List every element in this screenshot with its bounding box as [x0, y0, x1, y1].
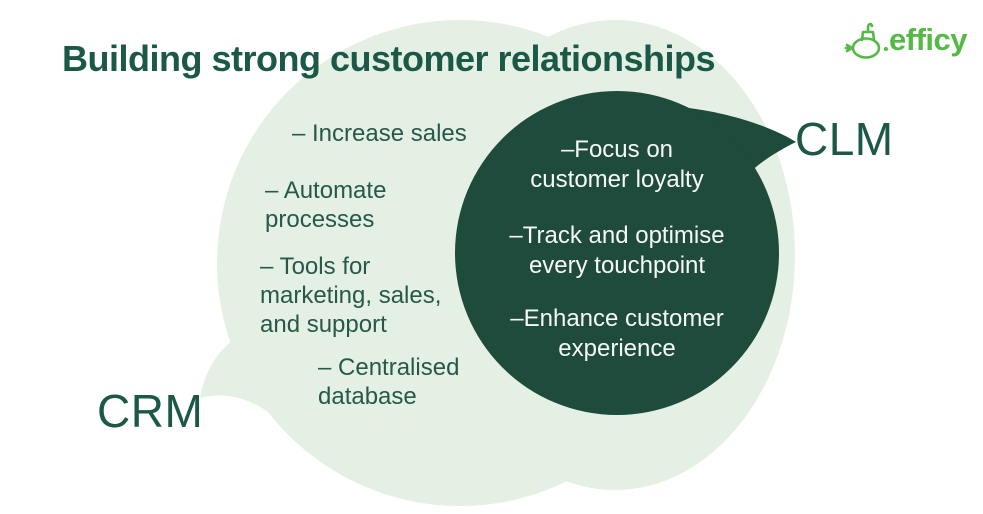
item-line: –Track and optimise: [509, 222, 725, 249]
item-line: – Increase sales: [292, 120, 467, 147]
item-line: – Centralised: [318, 354, 460, 381]
item-line: experience: [558, 335, 676, 362]
crm-item-increase-sales: – Increase sales: [292, 119, 467, 148]
clm-bubble-circle: [455, 91, 779, 415]
item-line: marketing, sales,: [260, 282, 442, 309]
item-line: – Automate: [265, 177, 387, 204]
item-line: –Focus on: [560, 136, 674, 163]
crm-label: CRM: [97, 385, 204, 437]
submarine-icon: [844, 22, 888, 59]
crm-bubble-tail: [200, 336, 278, 420]
item-line: processes: [265, 206, 375, 233]
brand-logo: efficy: [843, 16, 983, 64]
clm-item-enhance-experience: –Enhance customer experience: [467, 304, 767, 364]
crm-item-tools: – Tools for marketing, sales, and suppor…: [260, 252, 441, 339]
item-line: every touchpoint: [528, 252, 706, 279]
item-line: customer loyalty: [530, 166, 704, 193]
page-title: Building strong customer relationships: [62, 38, 716, 79]
crm-item-centralised-database: – Centralised database: [318, 353, 459, 411]
brand-wordmark: efficy: [889, 22, 967, 57]
clm-item-customer-loyalty: –Focus on customer loyalty: [467, 135, 767, 195]
clm-item-track-optimise: –Track and optimise every touchpoint: [467, 221, 767, 281]
item-line: database: [318, 383, 417, 410]
item-line: and support: [260, 311, 387, 338]
item-line: –Enhance customer: [510, 305, 724, 332]
clm-label: CLM: [795, 113, 894, 165]
crm-item-automate-processes: – Automate processes: [265, 176, 386, 234]
item-line: – Tools for: [260, 253, 371, 280]
